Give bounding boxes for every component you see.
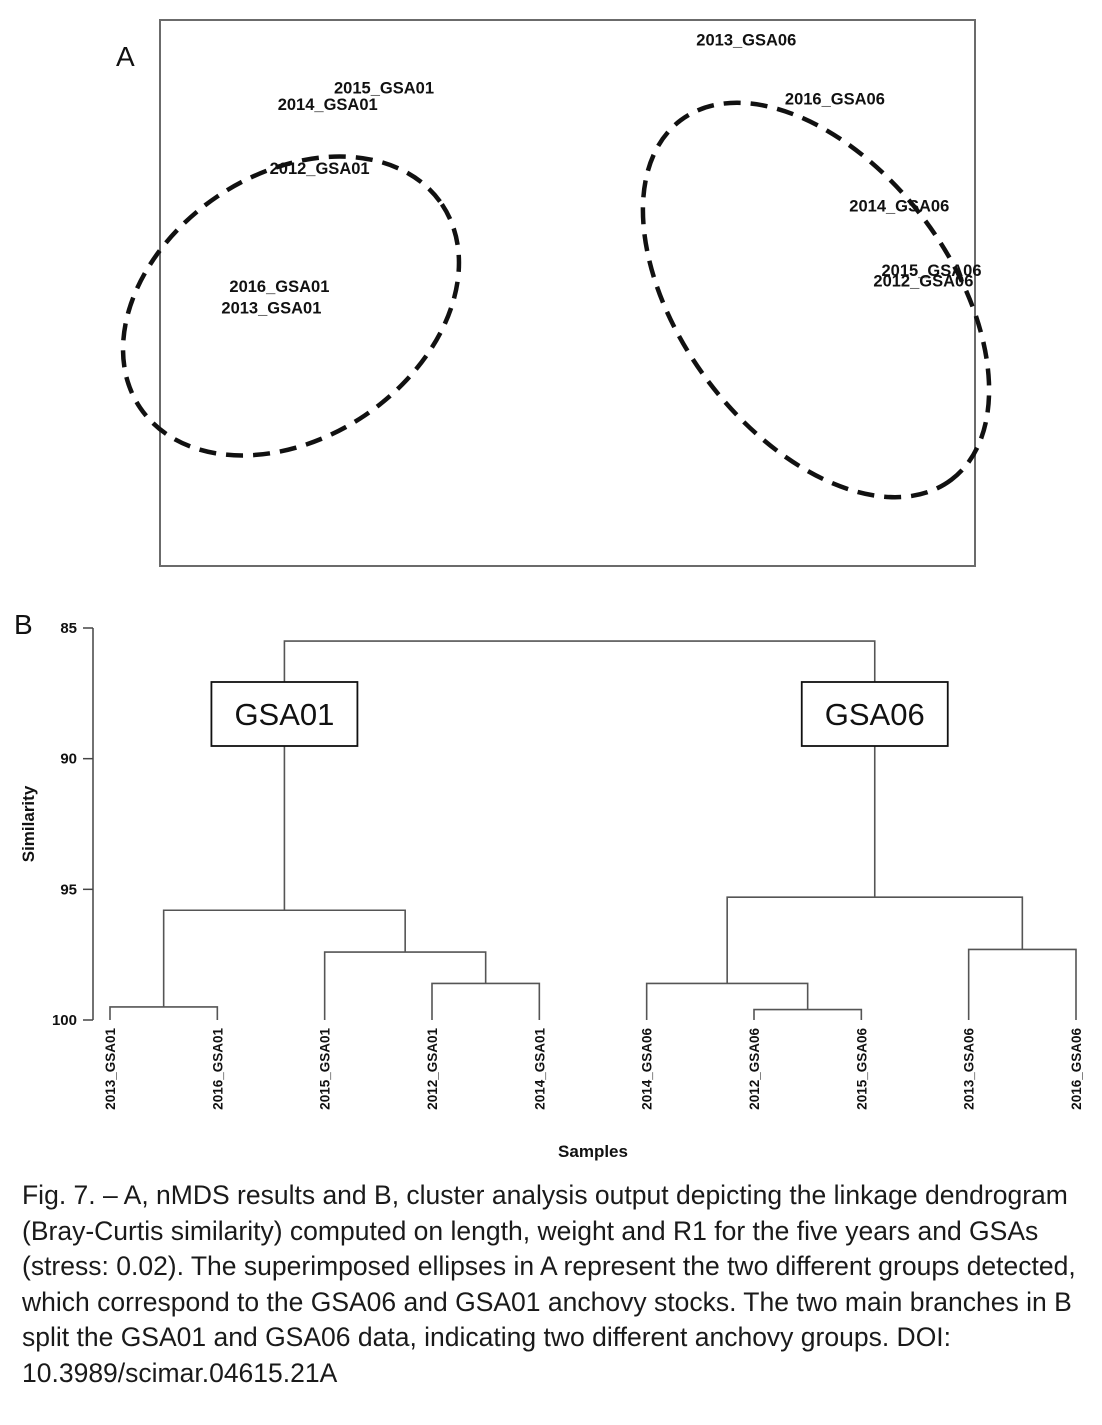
nmds-point-2016-gsa01: 2016_GSA01 <box>229 278 329 296</box>
dendrogram-panel: B 85 90 95 100 Similarity 2013_GSA01 2016_GS… <box>14 609 1084 1161</box>
dendrogram-link <box>109 1006 219 1020</box>
figure: A 2015_GSA012014_GSA012012_GSA012016_GSA… <box>14 19 1084 1161</box>
y-tick-label: 100 <box>52 1012 77 1029</box>
leaf-label-2015-gsa06: 2015_GSA06 <box>854 1028 869 1110</box>
dendrogram-links <box>109 640 1077 1020</box>
dendrogram-link <box>753 1008 863 1020</box>
y-axis-title: Similarity <box>19 785 38 862</box>
dendrogram-link <box>967 948 1077 1020</box>
nmds-point-2014-gsa01: 2014_GSA01 <box>278 96 378 114</box>
nmds-point-2012-gsa01: 2012_GSA01 <box>270 160 370 178</box>
leaf-label-2014-gsa06: 2014_GSA06 <box>640 1028 655 1110</box>
dendrogram-link <box>726 896 1024 984</box>
group-labels: GSA01 GSA06 <box>210 681 949 747</box>
dendrogram-link <box>645 982 809 1020</box>
nmds-point-2015-gsa01: 2015_GSA01 <box>334 80 434 98</box>
dendrogram-link <box>162 909 406 1007</box>
ellipse-gsa01 <box>120 154 462 458</box>
nmds-point-2013-gsa06: 2013_GSA06 <box>696 31 796 49</box>
leaf-label-2012-gsa06: 2012_GSA06 <box>747 1028 762 1110</box>
y-axis-ticks: 85 90 95 100 <box>52 620 93 1029</box>
dendrogram-link <box>323 951 487 1020</box>
leaf-label-2016-gsa06: 2016_GSA06 <box>1069 1028 1084 1110</box>
y-tick-label: 85 <box>60 620 77 637</box>
figure-caption: Fig. 7. – A, nMDS results and B, cluster… <box>22 1180 1076 1388</box>
nmds-point-2015-gsa06: 2015_GSA06 <box>882 262 982 280</box>
ellipse-gsa06 <box>640 100 992 500</box>
dendrogram-leaves: 2013_GSA01 2016_GSA01 2015_GSA01 2012_GSA01… <box>103 1028 1084 1110</box>
leaf-label-2013-gsa01: 2013_GSA01 <box>103 1028 118 1110</box>
x-axis-title: Samples <box>558 1142 628 1161</box>
group-box-gsa01 <box>210 681 359 747</box>
nmds-point-2012-gsa06: 2012_GSA06 <box>873 273 973 291</box>
nmds-point-2013-gsa01: 2013_GSA01 <box>221 299 321 317</box>
nmds-plot-frame <box>159 19 976 567</box>
y-tick-label: 90 <box>60 751 77 768</box>
nmds-point-2014-gsa06: 2014_GSA06 <box>849 198 949 216</box>
leaf-label-2014-gsa01: 2014_GSA01 <box>532 1028 547 1110</box>
group-label-gsa01: GSA01 <box>234 697 334 732</box>
dendrogram-link <box>283 640 876 911</box>
group-label-gsa06: GSA06 <box>825 697 925 732</box>
y-tick-label: 95 <box>60 881 77 898</box>
leaf-label-2015-gsa01: 2015_GSA01 <box>318 1028 333 1110</box>
panel-b-letter: B <box>14 609 33 640</box>
leaf-label-2012-gsa01: 2012_GSA01 <box>425 1028 440 1110</box>
group-box-gsa06 <box>800 681 949 747</box>
leaf-label-2016-gsa01: 2016_GSA01 <box>210 1028 225 1110</box>
nmds-point-2016-gsa06: 2016_GSA06 <box>785 90 885 108</box>
leaf-label-2013-gsa06: 2013_GSA06 <box>962 1028 977 1110</box>
panel-a-letter: A <box>116 41 135 72</box>
dendrogram-link <box>431 982 541 1020</box>
